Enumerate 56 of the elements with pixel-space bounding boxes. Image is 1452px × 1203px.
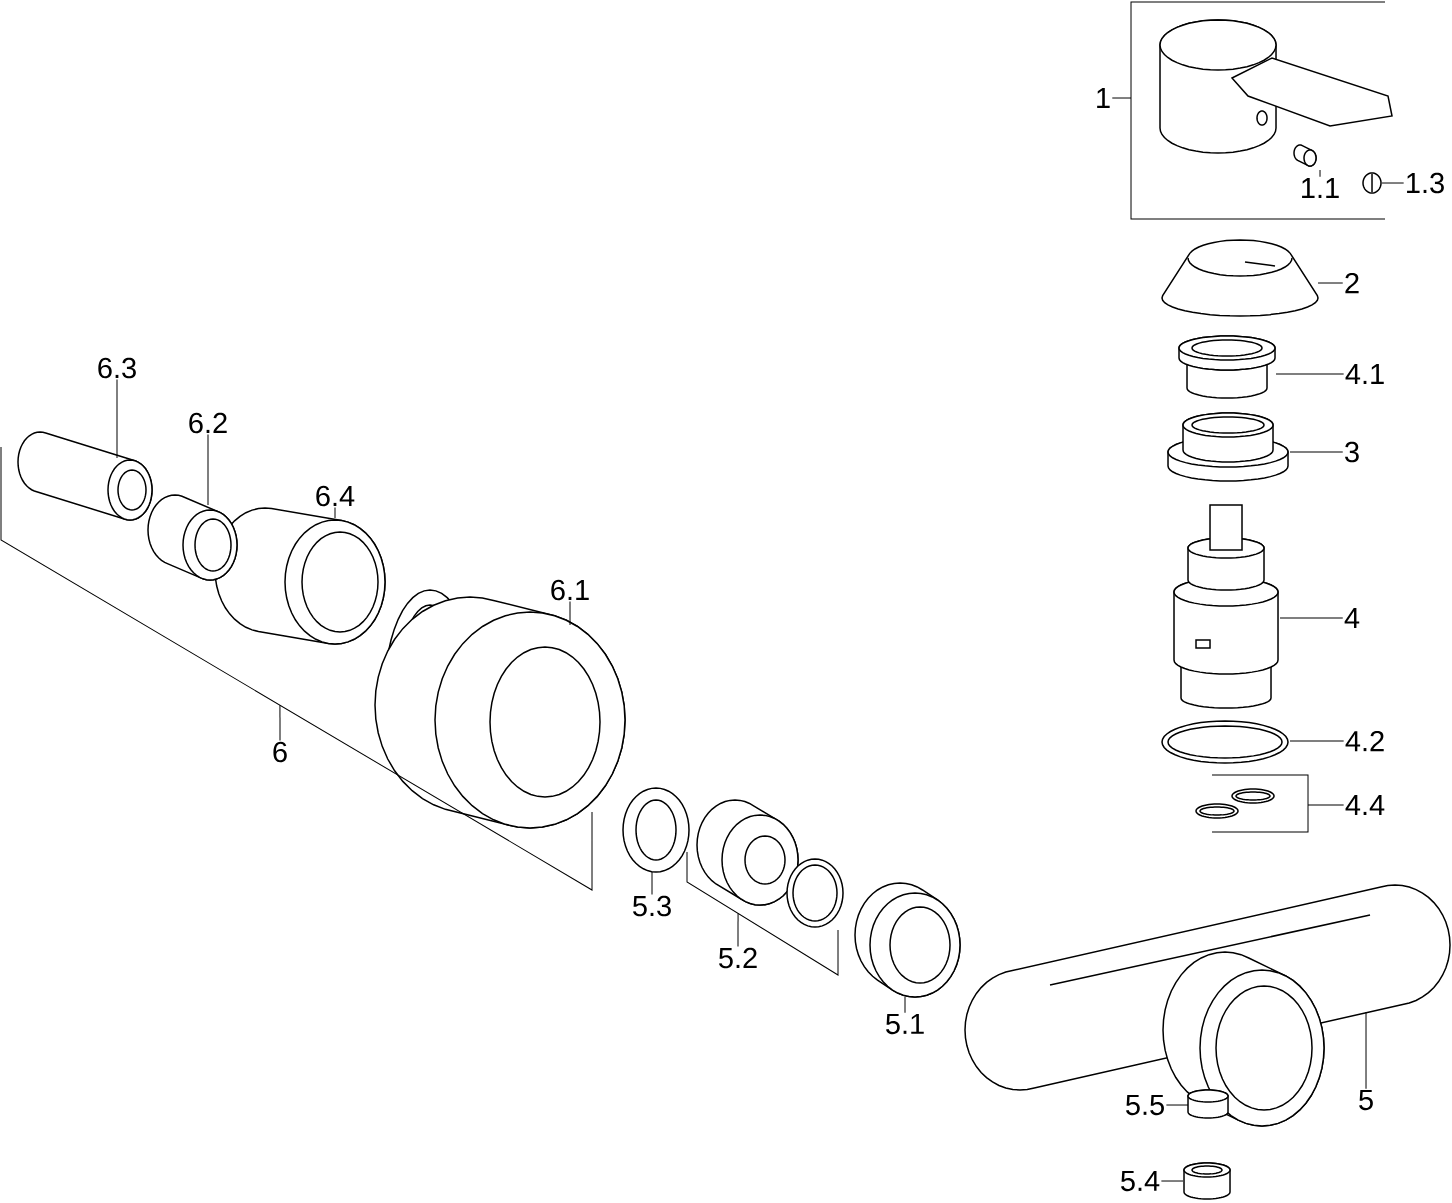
leader-line [1365, 1011, 1367, 1090]
leader-line [737, 912, 739, 948]
leader-line [569, 601, 571, 626]
part-drawing [1195, 803, 1239, 819]
callout-number: 1.3 [1407, 172, 1444, 194]
callout-number: 3 [1345, 441, 1359, 463]
part-drawing [1362, 172, 1382, 194]
leader-line [1319, 169, 1321, 178]
callout-number: 2 [1345, 272, 1359, 294]
callout-number: 4.2 [1345, 730, 1384, 752]
callout-number: 5.4 [1121, 1170, 1160, 1192]
part-drawing [854, 882, 961, 998]
leader-line [1289, 451, 1344, 453]
part-drawing [696, 799, 799, 906]
bracket [686, 851, 839, 976]
leader-line [651, 871, 653, 896]
callout-number: 1.1 [1302, 178, 1339, 198]
callout-number: 1 [1097, 88, 1110, 108]
leader-line [116, 378, 118, 459]
leader-line [279, 704, 281, 742]
callout-number: 4 [1344, 608, 1360, 628]
leader-line [1317, 282, 1344, 284]
callout-number: 5 [1359, 1089, 1373, 1111]
leader-line [1160, 1180, 1184, 1182]
callout-number: 6.2 [189, 412, 227, 434]
bracket [1211, 774, 1309, 833]
part-drawing [1161, 720, 1289, 764]
leader-line [1307, 804, 1345, 806]
part-drawing [622, 787, 690, 873]
leader-line [1279, 617, 1344, 619]
callout-number: 4.1 [1345, 364, 1384, 384]
bracket [0, 446, 593, 891]
leader-line [1381, 182, 1405, 184]
leader-line [334, 507, 336, 519]
callout-number: 6.3 [98, 357, 136, 379]
leader-line [1275, 373, 1345, 375]
callout-number: 5.3 [633, 895, 671, 917]
part-drawing [1293, 144, 1317, 167]
part-drawing [1178, 335, 1276, 399]
leader-line [1165, 1104, 1189, 1106]
leader-line [1289, 740, 1345, 742]
part-drawing [1173, 504, 1279, 709]
part-drawing [1159, 19, 1393, 154]
leader-line [904, 996, 906, 1014]
part-drawing [964, 884, 1451, 1127]
part-drawing [1187, 1089, 1229, 1119]
part-drawing [1183, 1162, 1231, 1200]
frame [1130, 1, 1386, 220]
callout-number: 5.5 [1126, 1094, 1164, 1116]
part-drawing [1167, 412, 1289, 482]
callout-number: 4.4 [1345, 795, 1385, 815]
leader-line [1111, 97, 1132, 99]
part-drawing [1161, 239, 1319, 317]
leader-line [207, 433, 209, 506]
part-drawing [17, 431, 153, 521]
callout-number: 5.1 [886, 1013, 924, 1035]
